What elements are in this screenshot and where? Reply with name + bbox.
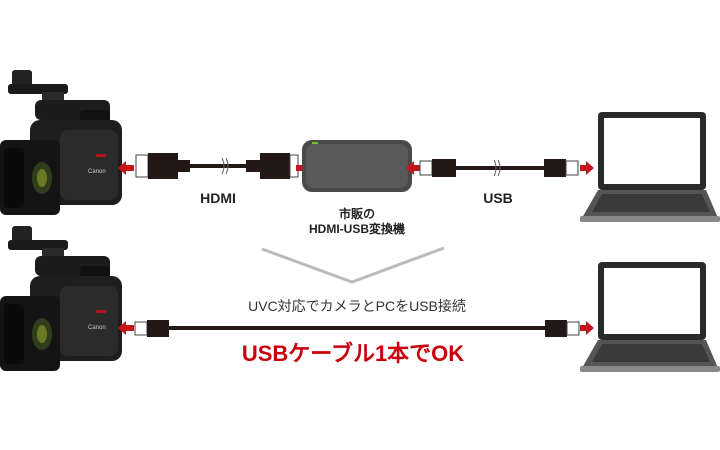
converter-label-line1: 市販の bbox=[339, 206, 375, 221]
laptop-top bbox=[580, 112, 720, 222]
headline: USBケーブル1本でOK bbox=[242, 341, 464, 366]
arrow-icon bbox=[406, 161, 414, 175]
hdmi-label: HDMI bbox=[200, 190, 236, 206]
uvc-description: UVC対応でカメラとPCをUSB接続 bbox=[248, 298, 466, 314]
down-chevron-icon bbox=[261, 246, 445, 284]
usb-cable-bottom bbox=[118, 320, 594, 337]
hdmi-cable bbox=[118, 153, 310, 179]
usb-cable-top bbox=[406, 159, 594, 177]
camcorder-top bbox=[0, 70, 122, 215]
laptop-bottom bbox=[580, 262, 720, 372]
usb-label: USB bbox=[483, 190, 513, 206]
converter-label-line2: HDMI-USB変換機 bbox=[309, 221, 405, 236]
arrow-icon bbox=[586, 321, 594, 335]
arrow-icon bbox=[118, 161, 126, 175]
camcorder-bottom bbox=[0, 226, 122, 371]
arrow-icon bbox=[118, 321, 126, 335]
hdmi-usb-converter bbox=[302, 140, 412, 192]
arrow-icon bbox=[586, 161, 594, 175]
